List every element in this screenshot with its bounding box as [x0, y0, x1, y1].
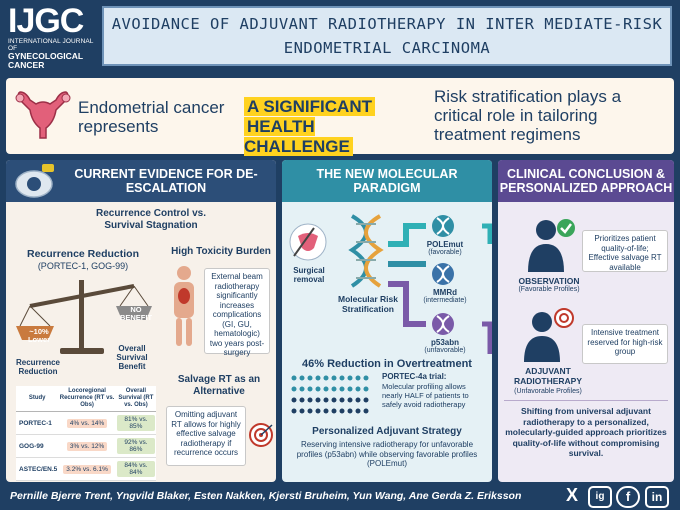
target-icon [249, 423, 273, 447]
linkedin-icon[interactable]: in [645, 486, 669, 508]
x-icon[interactable]: X [565, 485, 578, 505]
logo-subtitle-2: GYNECOLOGICAL [8, 51, 84, 61]
dna-strand-icon [432, 313, 454, 335]
banner-right-text: Risk stratification plays a critical rol… [434, 87, 622, 144]
title-line-1: AVOIDANCE OF ADJUVANT RADIOTHERAPY IN IN… [111, 15, 663, 33]
banner-highlight: A SIGNIFICANT HEALTH CHALLENGE [244, 97, 414, 157]
radiotherapy-box: Intensive treatment reserved for high-ri… [582, 324, 668, 364]
salvage-box: Omitting adjuvant RT allows for highly e… [166, 406, 246, 466]
reduction-title: Recurrence Reduction [26, 248, 140, 260]
radiotherapy-sub: (Unfavorable Profiles) [514, 388, 582, 395]
pelvis-icon [15, 164, 54, 198]
p53abn-label: p53abn [430, 338, 459, 347]
instagram-icon[interactable]: ig [588, 486, 612, 508]
trial-table: Study Locoregional Recurrence (RT vs. Ob… [16, 386, 156, 481]
banner-left-text: Endometrial cancer represents [78, 98, 225, 136]
highlight-line-2: HEALTH CHALLENGE [244, 117, 353, 156]
mmrd-sub: (intermediate) [423, 297, 467, 304]
evidence-subtitle: Recurrence Control vs. Survival Stagnati… [95, 208, 207, 231]
right-pan-label: NO BENEFIT [119, 305, 153, 322]
logo-subtitle: INTERNATIONAL JOURNAL OF [8, 38, 94, 52]
table-row: ASTEC/EN.5 3.2% vs. 6.1% 84% vs. 84% [16, 457, 156, 481]
p53abn-sub: (unfavorable) [424, 347, 466, 354]
surgical-label: Surgical removal [293, 266, 325, 284]
table-cell-recurrence: 4% vs. 14% [66, 418, 108, 428]
table-header: Locoregional Recurrence (RT vs. Obs) [58, 386, 116, 412]
molecular-label: Molecular Risk Stratification [338, 294, 398, 314]
conclusion-column: CLINICAL CONCLUSION & PERSONALIZED APPRO… [498, 160, 674, 482]
table-cell-study: GOG-99 [16, 434, 59, 458]
table-header-row: Study Locoregional Recurrence (RT vs. Ob… [16, 386, 156, 412]
people-icon-grid [291, 375, 369, 414]
surgical-uterus-icon [289, 223, 327, 261]
conclusion-text: Shifting from universal adjuvant radioth… [505, 406, 667, 458]
dna-strand-icon [432, 263, 454, 285]
portec4a-text: Molecular profiling allows nearly HALF o… [382, 382, 469, 409]
molecular-column: THE NEW MOLECULAR PARADIGM Surgical remo… [282, 160, 492, 482]
right-scale-caption: Overall Survival Benefit [116, 344, 148, 371]
title-box: AVOIDANCE OF ADJUVANT RADIOTHERAPY IN IN… [102, 6, 672, 66]
conclusion-heading: CLINICAL CONCLUSION & PERSONALIZED APPRO… [498, 160, 674, 202]
table-cell-study: PORTEC-1 [16, 411, 59, 435]
left-scale-caption: Recurrence Reduction [15, 358, 61, 376]
pathway-arrows [388, 223, 492, 354]
table-header: Overall Survival (RT vs. Obs) [115, 386, 156, 412]
highlight-line-1: A SIGNIFICANT [244, 97, 375, 116]
table-cell-survival: 92% vs. 86% [116, 438, 155, 454]
ijgc-logo: IJGC INTERNATIONAL JOURNAL OF GYNECOLOGI… [8, 4, 96, 70]
polemut-label: POLEmut [426, 240, 464, 249]
footer: Pernille Bjerre Trent, Yngvild Blaker, E… [0, 484, 680, 510]
title-line-2: ENDOMETRIAL CARCINOMA [283, 39, 491, 57]
header: IJGC INTERNATIONAL JOURNAL OF GYNECOLOGI… [0, 0, 680, 74]
logo-subtitle-3: CANCER [8, 60, 45, 70]
table-cell-recurrence: 3% vs. 12% [66, 441, 108, 451]
strategy-text: Reserving intensive radiotherapy for unf… [296, 440, 478, 468]
table-row: GOG-99 3% vs. 12% 92% vs. 86% [16, 434, 156, 458]
dna-helix-icon [348, 214, 384, 288]
radiotherapy-title: ADJUVANT RADIOTHERAPY [513, 366, 582, 386]
patient-radiation-icon [524, 308, 574, 362]
reduction-trials: (PORTEC-1, GOG-99) [37, 261, 129, 271]
observation-title: OBSERVATION [518, 276, 580, 286]
evidence-column: CURRENT EVIDENCE FOR DE-ESCALATION Recur… [6, 160, 276, 482]
dna-strand-icon [432, 215, 454, 237]
table-cell-recurrence: 3.2% vs. 6.1% [63, 464, 111, 474]
observation-box: Prioritizes patient quality-of-life; Eff… [582, 230, 668, 272]
authors: Pernille Bjerre Trent, Yngvild Blaker, E… [10, 490, 522, 502]
divider [504, 400, 668, 401]
polemut-sub: (favorable) [428, 249, 462, 256]
observation-sub: (Favorable Profiles) [518, 286, 580, 293]
mmrd-label: MMRd [433, 288, 457, 297]
body-organs-icon [174, 266, 194, 346]
portec4a-title: PORTEC-4a trial: [382, 372, 447, 381]
table-cell-study: ASTEC/EN.5 [16, 457, 59, 481]
salvage-title: Salvage RT as an Alternative [177, 374, 261, 397]
balance-scale-icon [16, 280, 152, 354]
logo-text: IJGC [8, 2, 84, 40]
toxicity-title: High Toxicity Burden [171, 246, 271, 257]
table-cell-survival: 84% vs. 84% [116, 461, 155, 477]
toxicity-box: External beam radiotherapy significantly… [204, 268, 270, 357]
table-cell-survival: 81% vs. 85% [116, 415, 155, 431]
table-row: PORTEC-1 4% vs. 14% 81% vs. 85% [16, 411, 156, 435]
overtreatment-reduction: 46% Reduction in Overtreatment [302, 358, 472, 370]
table-header: Study [16, 386, 59, 412]
facebook-icon[interactable]: f [616, 486, 640, 508]
patient-check-icon [528, 219, 575, 272]
left-pan-label: ~10% Lower [27, 327, 51, 344]
intro-banner: Endometrial cancer represents A SIGNIFIC… [6, 78, 674, 157]
page-title: AVOIDANCE OF ADJUVANT RADIOTHERAPY IN IN… [112, 12, 663, 60]
strategy-title: Personalized Adjuvant Strategy [312, 426, 462, 437]
uterus-icon [15, 91, 71, 139]
molecular-heading: THE NEW MOLECULAR PARADIGM [282, 160, 492, 202]
